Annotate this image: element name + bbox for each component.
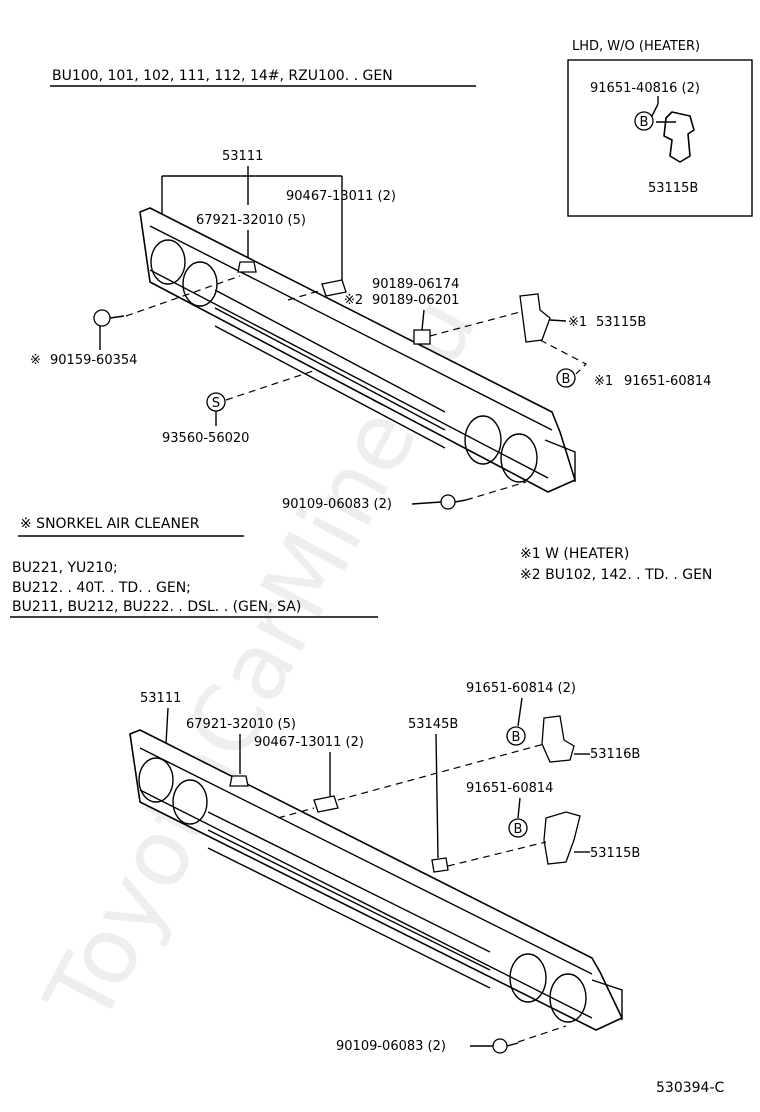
upper-grille-label: 53111 [222, 149, 263, 164]
inset-title: LHD, W/O (HEATER) [572, 39, 700, 54]
b-marker: B [556, 368, 576, 388]
lower-clip-c-leader [435, 733, 439, 859]
upper-clip-a [237, 261, 257, 273]
assembly-line [517, 1025, 567, 1043]
upper-s-part-label: 93560-56020 [162, 431, 249, 446]
upper-section: BU100, 101, 102, 111, 112, 14#, RZU100. … [30, 39, 753, 512]
lower-clip-a-label: 67921-32010 (5) [186, 717, 296, 732]
lower-bolt-top-label: 91651-60814 (2) [466, 681, 576, 696]
upper-clip-b-label: 90467-13011 (2) [286, 189, 396, 204]
svg-text:S: S [212, 396, 220, 411]
lower-grille-label: 53111 [140, 691, 181, 706]
lower-bolt-mid-leader [517, 797, 521, 819]
assembly-line [225, 369, 317, 401]
lower-grille [129, 729, 623, 1031]
notes: ※1 W (HEATER) ※2 BU102, 142. . TD. . GEN [520, 546, 712, 583]
assembly-line [287, 289, 323, 301]
assembly-line [447, 841, 547, 867]
upper-bracket-label: 53115B [596, 315, 646, 330]
figure-code: 530394-C [656, 1080, 724, 1096]
upper-screw-mark: ※ [30, 353, 41, 368]
assembly-line [277, 807, 315, 819]
upper-model-title: BU100, 101, 102, 111, 112, 14#, RZU100. … [52, 68, 393, 84]
snorkel-title: ※ SNORKEL AIR CLEANER [20, 516, 200, 532]
upper-bolt-b-label: 91651-60814 [624, 374, 711, 389]
upper-nut-b-mark: ※2 [344, 293, 363, 308]
b-marker: B [634, 111, 654, 131]
bracket-leader [549, 319, 567, 322]
lower-clip-b [313, 795, 339, 813]
upper-bottom-bolt [440, 494, 467, 510]
svg-text:B: B [562, 372, 571, 387]
inset-bracket-label: 53115B [648, 181, 698, 196]
upper-nut [413, 329, 431, 345]
upper-nut-a-label: 90189-06174 [372, 277, 459, 292]
note-td: ※2 BU102, 142. . TD. . GEN [520, 567, 712, 583]
snorkel-model-line: BU211, BU212, BU222. . DSL. . (GEN, SA) [12, 599, 301, 615]
lower-clip-b-label: 90467-13011 (2) [254, 735, 364, 750]
lower-clip-c-label: 53145B [408, 717, 458, 732]
upper-bracket [519, 293, 551, 343]
note-heater: ※1 W (HEATER) [520, 546, 629, 562]
upper-clip-a-label: 67921-32010 (5) [196, 213, 306, 228]
lower-grille-leader [165, 707, 169, 745]
snorkel-section: ※ SNORKEL AIR CLEANER BU221, YU210; BU21… [10, 516, 378, 618]
lower-bottom-bolt [492, 1038, 519, 1054]
inset-bracket-shape [663, 111, 695, 163]
lower-section: 53111 67921-32010 (5) 90467-13011 (2) 53… [129, 681, 640, 1054]
lower-bracket-top-label: 53116B [590, 747, 640, 762]
assembly-line [539, 339, 588, 375]
inset-bolt-label: 91651-40816 (2) [590, 81, 700, 96]
lower-clip-c [431, 857, 449, 873]
nut-leader [421, 309, 425, 331]
upper-nut-b-label: 90189-06201 [372, 293, 459, 308]
b-marker: B [508, 818, 528, 838]
upper-screw-label: 90159-60354 [50, 353, 137, 368]
svg-text:B: B [514, 822, 523, 837]
snorkel-model-line: BU221, YU210; [12, 560, 118, 576]
lower-bottom-bolt-label: 90109-06083 (2) [336, 1039, 446, 1054]
assembly-line [429, 311, 521, 337]
lower-bolt-top-leader [517, 697, 523, 727]
lower-clip-a [229, 775, 249, 787]
upper-bottom-bolt-label: 90109-06083 (2) [282, 497, 392, 512]
lower-bracket-top [541, 715, 575, 763]
bolt-leader [411, 501, 442, 505]
upper-clip-b [321, 279, 347, 297]
assembly-line [465, 481, 527, 501]
svg-text:B: B [640, 115, 649, 130]
inset-box [567, 59, 753, 217]
svg-text:B: B [512, 730, 521, 745]
lower-bracket-mid [543, 811, 581, 865]
lower-bracket-mid-label: 53115B [590, 846, 640, 861]
upper-bracket-mark: ※1 [568, 315, 587, 330]
snorkel-model-line: BU212. . 40T. . TD. . GEN; [12, 580, 191, 596]
s-marker: S [206, 392, 226, 412]
upper-screw [93, 309, 125, 327]
assembly-line [125, 275, 241, 317]
b-marker: B [506, 726, 526, 746]
lower-bolt-mid-label: 91651-60814 [466, 781, 553, 796]
inset-leader [651, 103, 659, 117]
upper-bolt-b-mark: ※1 [594, 374, 613, 389]
